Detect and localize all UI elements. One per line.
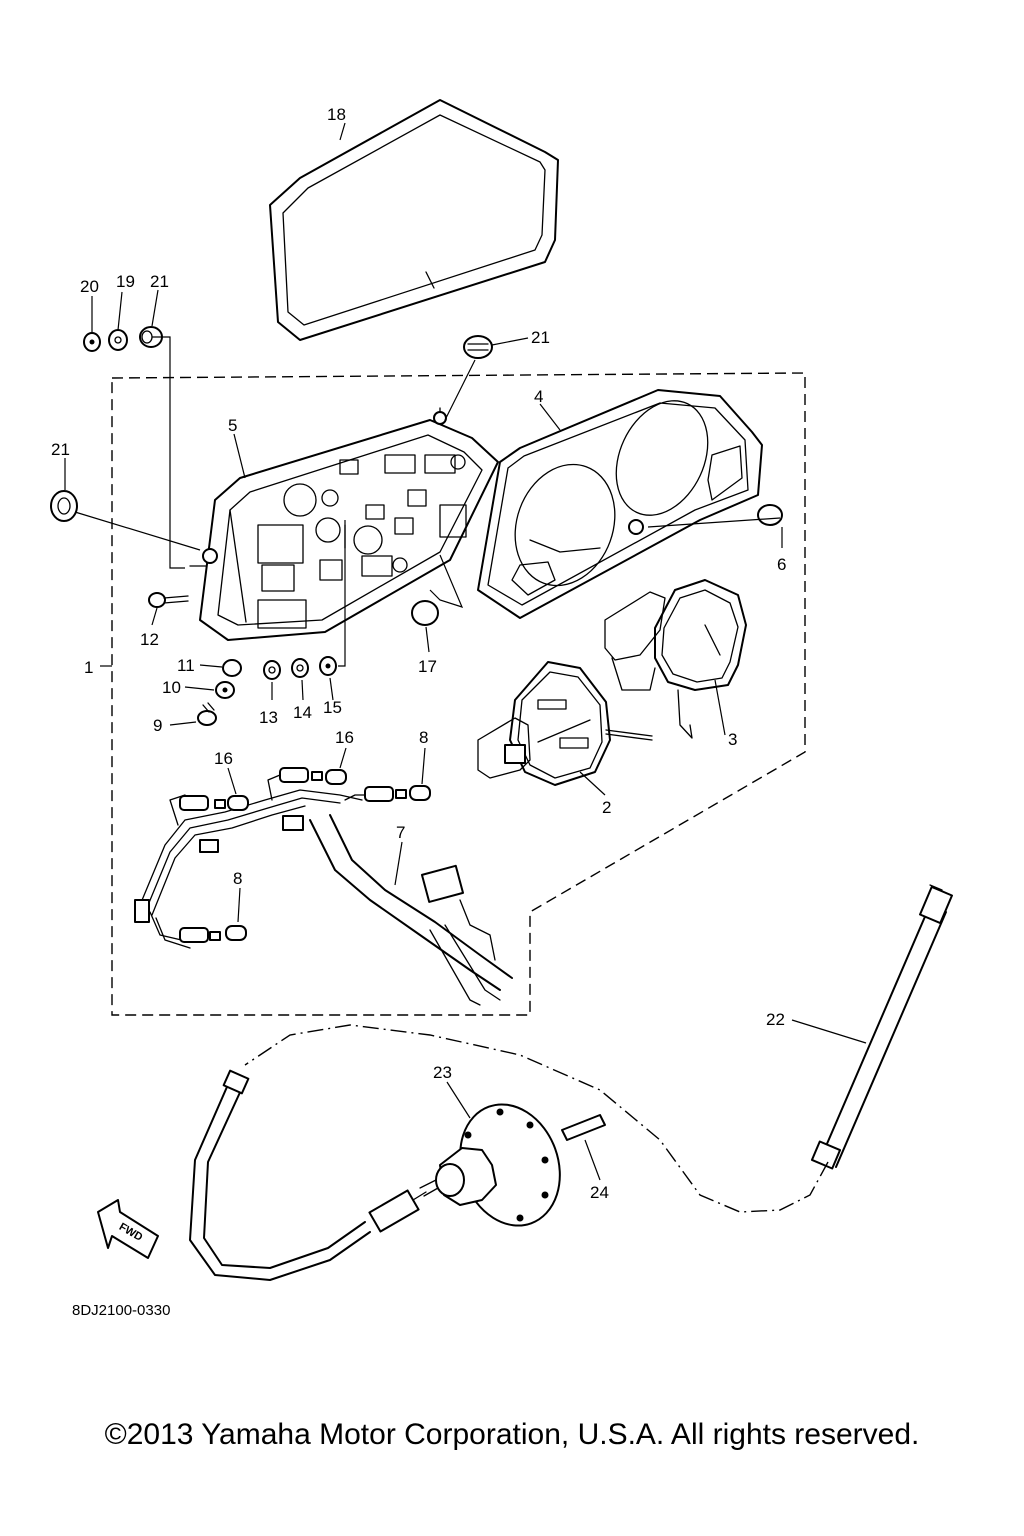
bulbs: [225, 769, 431, 941]
copyright-notice: ©2013 Yamaha Motor Corporation, U.S.A. A…: [104, 1418, 920, 1451]
callout-21-top-left: 21: [150, 272, 169, 291]
callout-9: 9: [153, 716, 162, 735]
part-code: 8DJ2100-0330: [72, 1302, 170, 1319]
assembly-boundary: [111, 372, 806, 1016]
callout-23: 23: [433, 1063, 452, 1082]
speedometer-gear-23: [419, 1103, 561, 1227]
callout-1: 1: [84, 658, 93, 677]
callout-20: 20: [80, 277, 99, 296]
small-hardware: [50, 326, 783, 726]
bulb-holders: [179, 767, 407, 943]
speedometer-2: [477, 661, 653, 786]
pin-24: [561, 1114, 606, 1141]
callout-12: 12: [140, 630, 159, 649]
leader-lines: [64, 122, 867, 1181]
callout-2: 2: [602, 798, 611, 817]
bracket-lines: [152, 336, 464, 667]
callout-22: 22: [766, 1010, 785, 1029]
callout-5: 5: [228, 416, 237, 435]
callout-4: 4: [534, 387, 543, 406]
callout-15: 15: [323, 698, 342, 717]
callout-10: 10: [162, 678, 181, 697]
callout-11: 11: [177, 656, 195, 675]
callout-16-right: 16: [335, 728, 354, 747]
callout-17: 17: [418, 657, 437, 676]
callout-labels: 18 20 19 21 21 21 4 5 6 12 1 11 10 9 13 …: [51, 105, 786, 1319]
callout-21-left: 21: [51, 440, 70, 459]
callout-6: 6: [777, 555, 786, 574]
callout-8-bottom: 8: [233, 869, 242, 888]
meter-case-5: [189, 407, 499, 641]
gasket-18: [269, 99, 559, 341]
callout-21-top: 21: [531, 328, 550, 347]
speedometer-cable-22: [189, 884, 953, 1281]
meter-panel-4: [477, 389, 763, 619]
callout-18: 18: [327, 105, 346, 124]
callout-8-top: 8: [419, 728, 428, 747]
callout-7: 7: [396, 823, 405, 842]
callout-14: 14: [293, 703, 312, 722]
fwd-arrow-icon: FWD: [97, 1199, 159, 1259]
callout-3: 3: [728, 730, 737, 749]
wire-harness-7: [134, 767, 513, 1006]
tachometer-3: [604, 579, 747, 739]
callout-24: 24: [590, 1183, 609, 1202]
callout-13: 13: [259, 708, 278, 727]
callout-19: 19: [116, 272, 135, 291]
callout-16-left: 16: [214, 749, 233, 768]
